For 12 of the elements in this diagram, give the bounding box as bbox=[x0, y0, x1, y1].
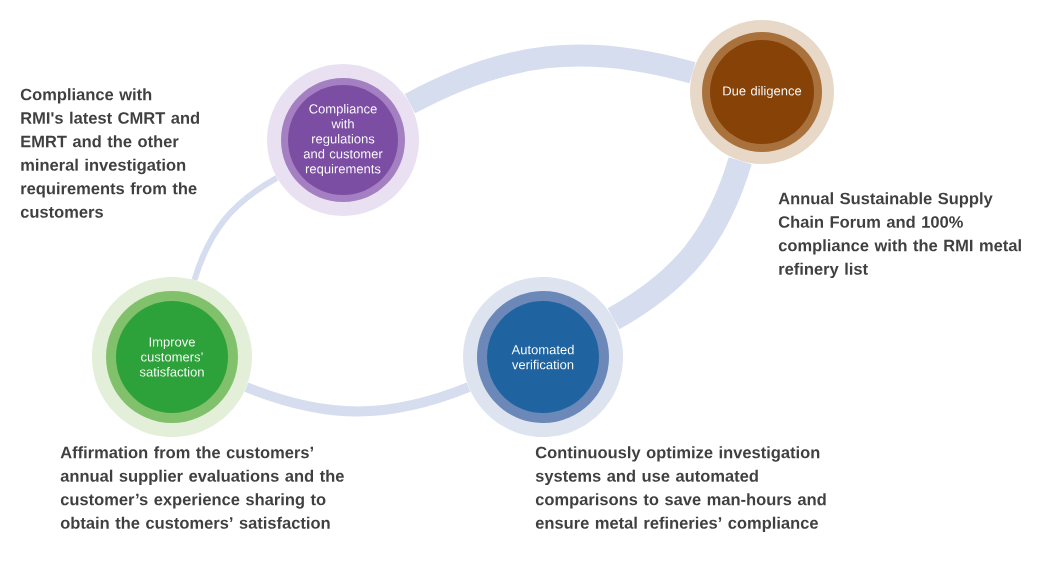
circle-node: Due diligence bbox=[690, 20, 834, 164]
circle-node: Compliance with regulations and customer requirements bbox=[267, 64, 419, 216]
circle-node: Automated verification bbox=[463, 277, 623, 437]
ring-band bbox=[607, 157, 752, 330]
ring-band bbox=[244, 382, 471, 417]
ring-band bbox=[191, 175, 279, 281]
description-text: Affirmation from the customers’ annual supplier evaluations and the customer’s experience sharing to obtain the customers’ satisfaction bbox=[60, 446, 344, 529]
description-text: Annual Sustainable Supply Chain Forum and 100% compliance with the RMI metal refinery list bbox=[778, 192, 1021, 279]
circle-node: Improve customers’ satisfaction bbox=[92, 277, 252, 437]
ring-band bbox=[404, 44, 696, 114]
description-text: Continuously optimize investigation systems and use automated comparisons to save man-hours and ensure metal refineries’ compliance bbox=[535, 446, 826, 533]
description-text: Compliance with RMI's latest CMRT and EMRT and the other mineral investigation requirements from the customers bbox=[20, 88, 199, 218]
